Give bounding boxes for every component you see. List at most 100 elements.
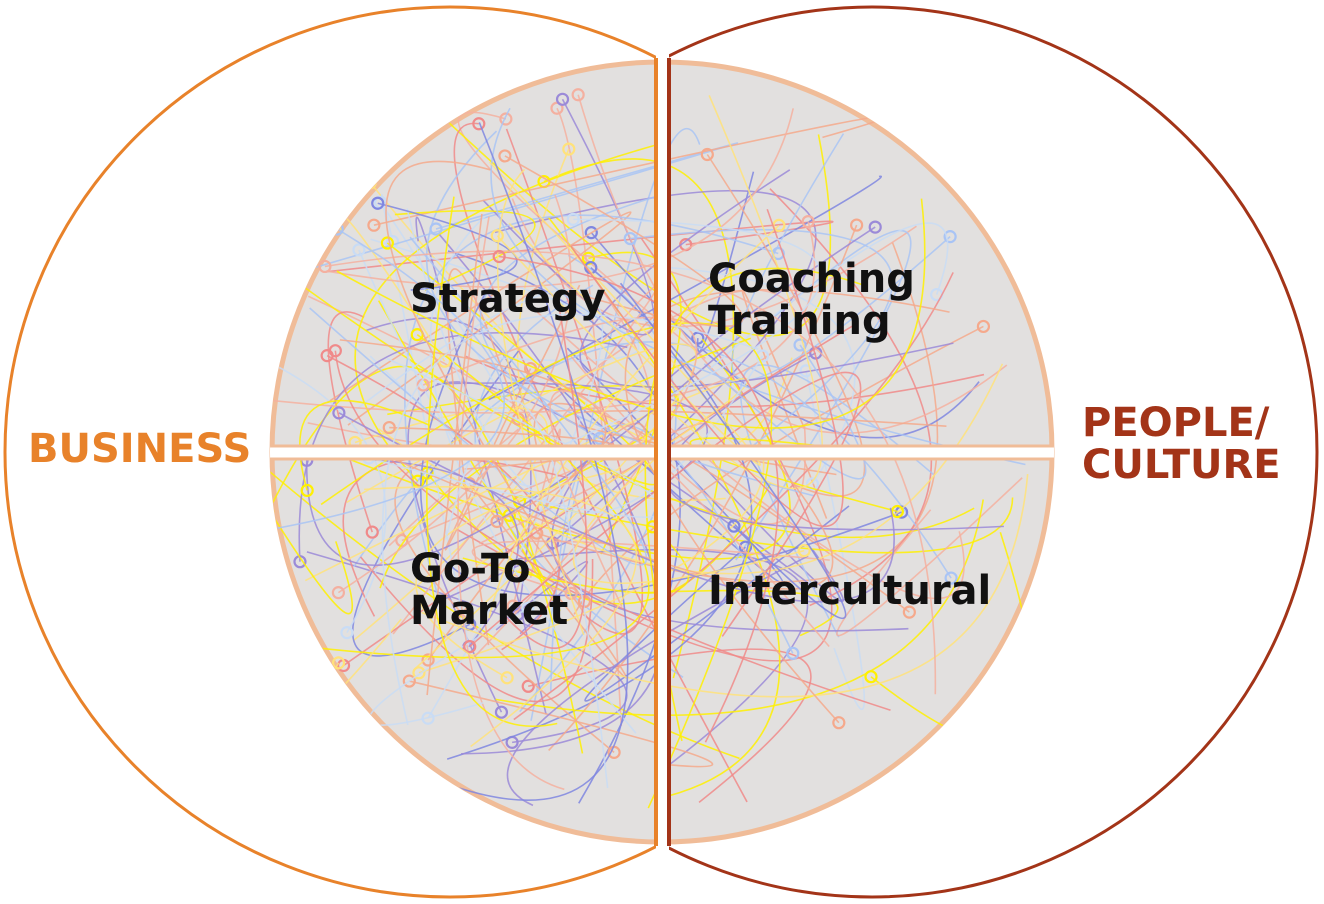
network-node	[332, 406, 346, 420]
connection-line	[304, 377, 750, 582]
connection-line	[309, 236, 647, 566]
network-node	[492, 249, 506, 264]
connection-line	[338, 412, 895, 603]
network-node	[805, 477, 820, 491]
network-node	[340, 626, 354, 640]
connection-line	[270, 360, 387, 634]
connection-line	[270, 221, 816, 414]
connection-line	[337, 194, 572, 594]
connection-line	[429, 215, 637, 734]
network-node	[421, 653, 435, 667]
connection-line	[549, 390, 830, 647]
network-node	[566, 212, 580, 226]
connection-line	[326, 108, 794, 288]
connection-line	[836, 477, 1023, 637]
network-node	[331, 586, 345, 600]
network-node	[943, 230, 957, 244]
network-node	[499, 112, 513, 126]
network-node	[300, 483, 314, 498]
connection-line	[287, 274, 975, 539]
connection-line	[377, 202, 518, 291]
network-node	[402, 674, 416, 688]
network-node	[328, 344, 342, 358]
network-node	[976, 319, 991, 334]
connection-line	[326, 354, 560, 651]
connection-line	[421, 473, 1029, 698]
network-node	[756, 319, 771, 334]
connection-line	[394, 452, 615, 753]
connection-line	[495, 499, 984, 716]
connection-line	[479, 193, 664, 440]
connection-line	[506, 555, 809, 807]
network-node	[691, 331, 705, 345]
go-to-label: Go-To	[410, 546, 531, 592]
connection-line	[528, 648, 812, 803]
network-node	[868, 220, 882, 234]
go-to-market-label: Go-To Market	[410, 548, 568, 632]
connection-line	[381, 313, 759, 726]
connection-line	[385, 160, 586, 602]
people-label-line2: CULTURE	[1082, 442, 1281, 488]
connection-line	[418, 439, 765, 674]
connection-line	[320, 322, 773, 809]
connection-line	[630, 228, 894, 460]
network-node	[801, 214, 815, 229]
connection-line	[570, 209, 844, 527]
connection-line	[334, 350, 891, 711]
network-node	[270, 505, 275, 519]
network-node	[500, 671, 514, 685]
network-node	[494, 705, 509, 719]
connection-line	[530, 127, 701, 721]
connection-line	[665, 352, 1004, 531]
network-node	[382, 420, 396, 435]
network-node	[793, 338, 807, 352]
connection-line	[394, 209, 536, 292]
connection-line	[588, 251, 682, 555]
network-node	[331, 656, 346, 670]
connection-line	[731, 133, 951, 381]
network-node	[352, 243, 366, 257]
connection-line	[573, 325, 984, 615]
connection-line	[365, 317, 532, 615]
network-node	[463, 640, 477, 654]
connection-line	[490, 107, 1026, 466]
network-node	[850, 218, 864, 232]
coaching-training-label: Coaching Training	[708, 258, 915, 342]
connection-line	[458, 122, 629, 801]
connection-line	[282, 142, 739, 278]
people-culture-circle	[669, 5, 1319, 899]
connection-line	[805, 370, 866, 711]
connection-line	[518, 548, 809, 769]
connection-line	[619, 282, 847, 620]
vertical-divider	[657, 55, 668, 855]
connection-line	[364, 486, 638, 748]
network-node	[521, 601, 535, 615]
connection-line	[489, 161, 761, 466]
intercultural-label: Intercultural	[708, 568, 992, 614]
connection-line	[474, 284, 684, 678]
network-node	[700, 147, 714, 162]
network-node	[490, 229, 504, 243]
people-label-line1: PEOPLE/	[1082, 400, 1270, 446]
network-node	[944, 571, 958, 585]
network-node	[412, 666, 426, 680]
network-node	[623, 231, 637, 246]
network-node	[555, 92, 570, 106]
connection-line	[471, 540, 830, 595]
network-node	[371, 196, 385, 210]
connection-line	[499, 255, 779, 743]
connection-line	[706, 154, 866, 497]
network-node	[511, 607, 525, 621]
business-circle	[3, 5, 656, 899]
connection-line	[354, 143, 659, 482]
connection-line	[565, 218, 823, 445]
connection-line	[426, 196, 558, 728]
connection-line	[469, 371, 862, 648]
network-node	[521, 679, 535, 693]
connection-line	[336, 198, 926, 429]
network-node	[832, 716, 846, 730]
network-node	[367, 218, 381, 232]
connection-line	[547, 216, 781, 801]
network-node	[902, 605, 916, 619]
connection-line	[639, 589, 839, 637]
